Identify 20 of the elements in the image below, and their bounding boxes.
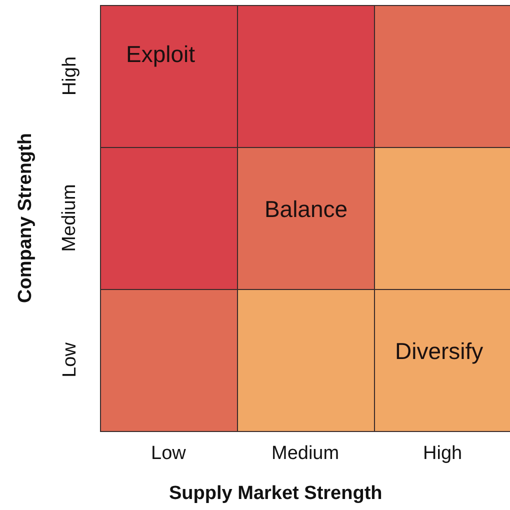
quadrant-label: Diversify xyxy=(395,338,484,365)
matrix-cell xyxy=(100,147,238,290)
matrix-cell xyxy=(100,5,238,148)
axis-tick-label: Low xyxy=(151,443,186,465)
matrix-cell xyxy=(237,147,375,290)
axis-tick-label: Medium xyxy=(58,184,81,252)
axis-tick-label: Medium xyxy=(272,443,340,465)
axis-title: Company Strength xyxy=(14,133,37,303)
matrix-cell xyxy=(100,289,238,432)
quadrant-label: Exploit xyxy=(126,41,196,68)
matrix-cell xyxy=(374,289,510,432)
quadrant-label: Balance xyxy=(263,196,349,223)
matrix-cell xyxy=(374,5,510,148)
matrix-cell xyxy=(237,289,375,432)
matrix-cell xyxy=(374,147,510,290)
axis-tick-label: High xyxy=(423,443,462,465)
matrix-cell xyxy=(237,5,375,148)
axis-title: Supply Market Strength xyxy=(169,483,382,505)
axis-tick-label: Low xyxy=(58,342,81,378)
axis-tick-label: High xyxy=(59,56,82,96)
